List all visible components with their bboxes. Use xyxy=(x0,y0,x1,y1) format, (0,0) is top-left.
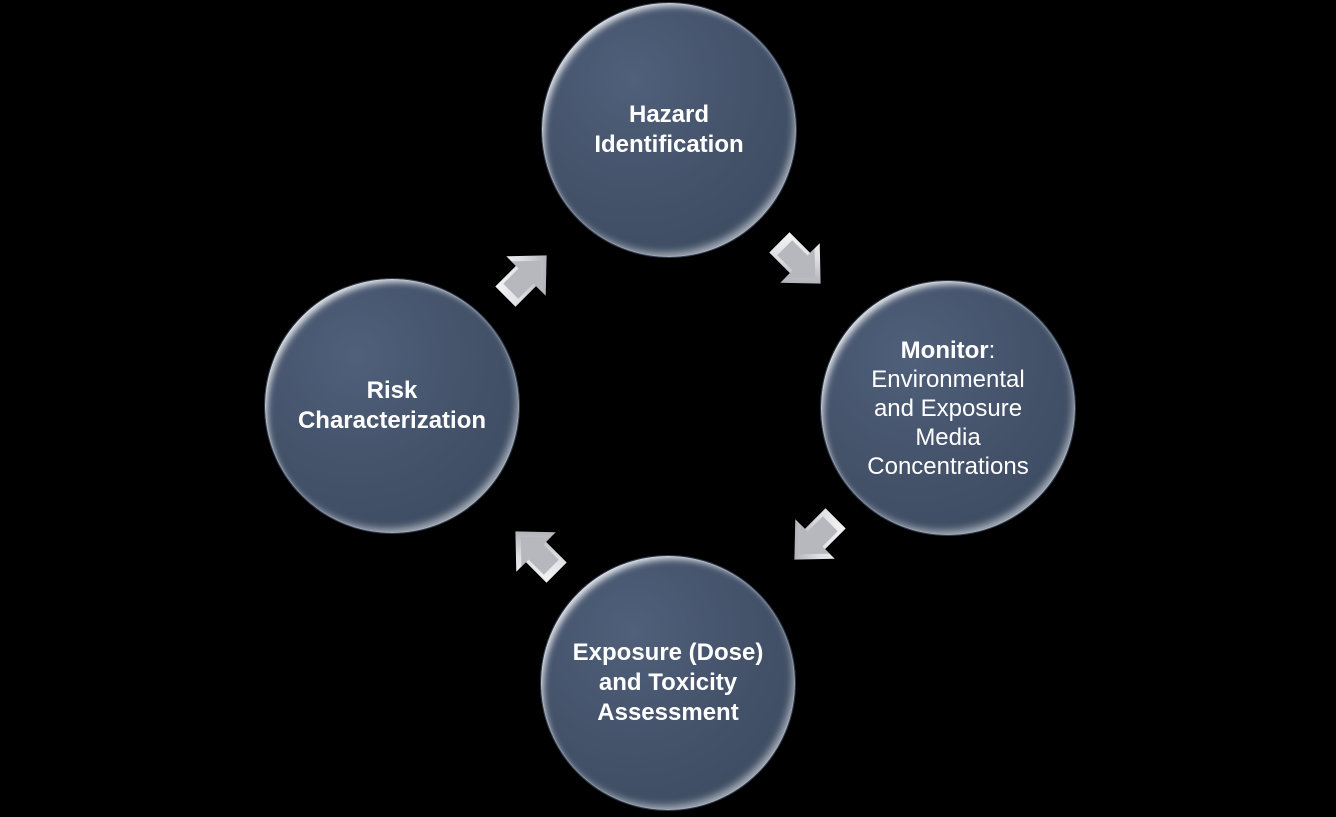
label-line: Identification xyxy=(594,131,744,158)
node-label-exposure-toxicity: Exposure (Dose) and Toxicity Assessment xyxy=(555,638,782,728)
label-line: Exposure (Dose) xyxy=(572,639,764,666)
label-line: Monitor: xyxy=(867,336,1028,365)
label-line: Media xyxy=(915,423,981,451)
cycle-node-exposure-toxicity: Exposure (Dose) and Toxicity Assessment xyxy=(540,555,796,811)
label-lead-suffix: : xyxy=(988,336,996,364)
cycle-node-monitor: Monitor: Environmental and Exposure Medi… xyxy=(820,280,1076,536)
label-line: Risk xyxy=(366,377,418,404)
label-line: Environmental xyxy=(871,365,1025,393)
label-line: Hazard xyxy=(628,101,710,128)
node-label-risk-characterization: Risk Characterization xyxy=(280,376,504,436)
label-line: Characterization xyxy=(297,407,487,434)
cycle-arrow-monitor-to-exposure xyxy=(774,498,856,580)
cycle-node-hazard-identification: Hazard Identification xyxy=(541,2,797,258)
label-line: Concentrations xyxy=(867,452,1029,480)
cycle-node-risk-characterization: Risk Characterization xyxy=(264,278,520,534)
cycle-arrow-risk-to-hazard xyxy=(485,235,567,317)
node-label-hazard-identification: Hazard Identification xyxy=(576,100,761,160)
label-lead: Monitor xyxy=(900,336,989,364)
label-line: and Exposure xyxy=(873,394,1023,422)
label-line: Assessment xyxy=(597,699,739,726)
cycle-arrow-exposure-to-risk xyxy=(495,511,577,593)
node-label-monitor: Monitor: Environmental and Exposure Medi… xyxy=(849,336,1046,481)
cycle-arrow-hazard-to-monitor xyxy=(759,222,841,304)
label-line: and Toxicity xyxy=(598,669,738,696)
